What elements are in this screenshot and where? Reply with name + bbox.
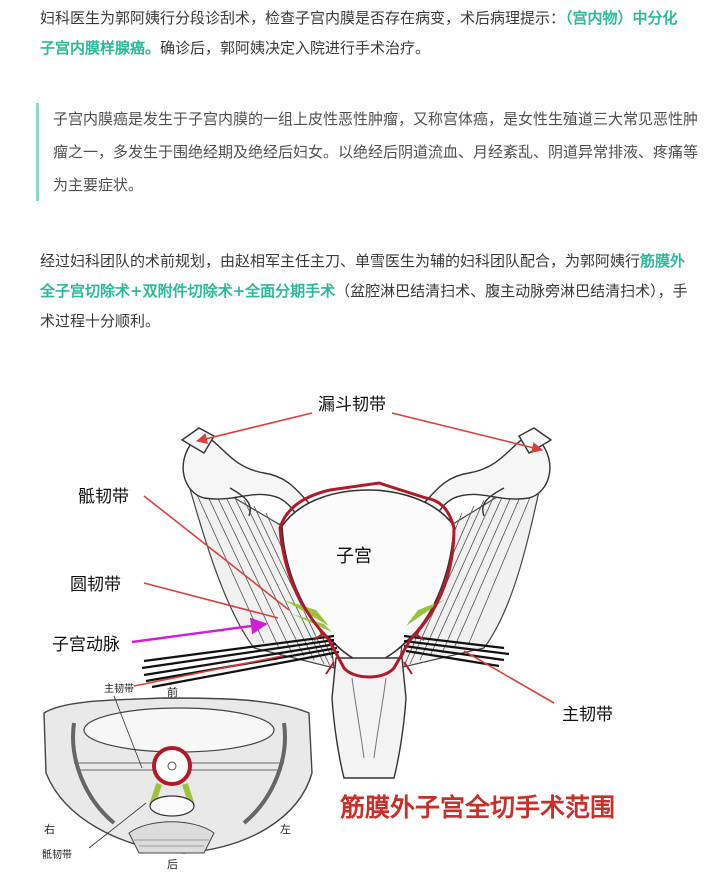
inset-label-cardinal: 主韧带 xyxy=(104,683,134,695)
intro-text-end: 确诊后，郭阿姨决定入院进行手术治疗。 xyxy=(160,39,431,57)
figure-caption: 筋膜外子宫全切手术范围 xyxy=(340,793,615,822)
intro-paragraph: 妇科医生为郭阿姨行分段诊刮术，检查子宫内膜是否存在病变，术后病理提示：（宫内物）… xyxy=(40,3,690,63)
pathology-highlight: （宫内物）中分化子宫内膜样腺癌。 xyxy=(40,9,678,57)
label-round: 圆韧带 xyxy=(70,575,121,595)
definition-quote: 子宫内膜癌是发生于子宫内膜的一组上皮性恶性肿瘤，又称宫体癌，是女性生殖道三大常见… xyxy=(36,103,703,201)
label-uterine-artery: 子宫动脉 xyxy=(52,635,120,655)
intro-text: 妇科医生为郭阿姨行分段诊刮术，检查子宫内膜是否存在病变，术后病理提示： xyxy=(40,9,566,27)
inset-label-right: 右 xyxy=(44,822,55,836)
inset-label-left: 左 xyxy=(280,823,291,836)
label-infundibulopelvic: 漏斗韧带 xyxy=(318,395,386,415)
cardinal-ligaments xyxy=(141,634,510,689)
inset-label-front: 前 xyxy=(167,685,178,699)
label-uterosacral: 骶韧带 xyxy=(78,487,129,507)
surgery-highlight: 筋膜外全子宫切除术+双附件切除术+全面分期手术 xyxy=(40,252,686,300)
label-uterus: 子宫 xyxy=(336,546,372,567)
ligament-green-left-2 xyxy=(292,614,332,632)
cervix xyxy=(331,657,407,779)
label-cardinal: 主韧带 xyxy=(562,705,613,725)
plan-paragraph: 经过妇科团队的术前规划，由赵相军主任主刀、单雪医生为辅的妇科团队配合，为郭阿姨行… xyxy=(40,246,690,336)
anatomy-illustration: 漏斗韧带 骶韧带 圆韧带 子宫动脉 子宫 主韧带 主韧带 前 右 左 后 骶韧带… xyxy=(42,395,615,871)
inset-label-sacral: 骶韧带 xyxy=(42,849,72,861)
surgery-scope-figure: 漏斗韧带 骶韧带 圆韧带 子宫动脉 子宫 主韧带 主韧带 前 右 左 后 骶韧带… xyxy=(34,378,694,886)
uterine-artery-arrow xyxy=(131,617,268,644)
plan-text-end: （盆腔淋巴结清扫术、腹主动脉旁淋巴结清扫术），手术过程十分顺利。 xyxy=(40,282,688,330)
inset-label-back: 后 xyxy=(167,858,178,871)
resection-line xyxy=(278,481,456,679)
pelvic-cross-section-inset: 主韧带 前 右 左 后 骶韧带 xyxy=(42,683,313,871)
annotation-arrows xyxy=(133,412,555,704)
plan-text: 经过妇科团队的术前规划，由赵相军主任主刀、单雪医生为辅的妇科团队配合，为郭阿姨行 xyxy=(40,252,641,270)
quote-text: 子宫内膜癌是发生于子宫内膜的一组上皮性恶性肿瘤，又称宫体癌，是女性生殖道三大常见… xyxy=(53,110,699,194)
